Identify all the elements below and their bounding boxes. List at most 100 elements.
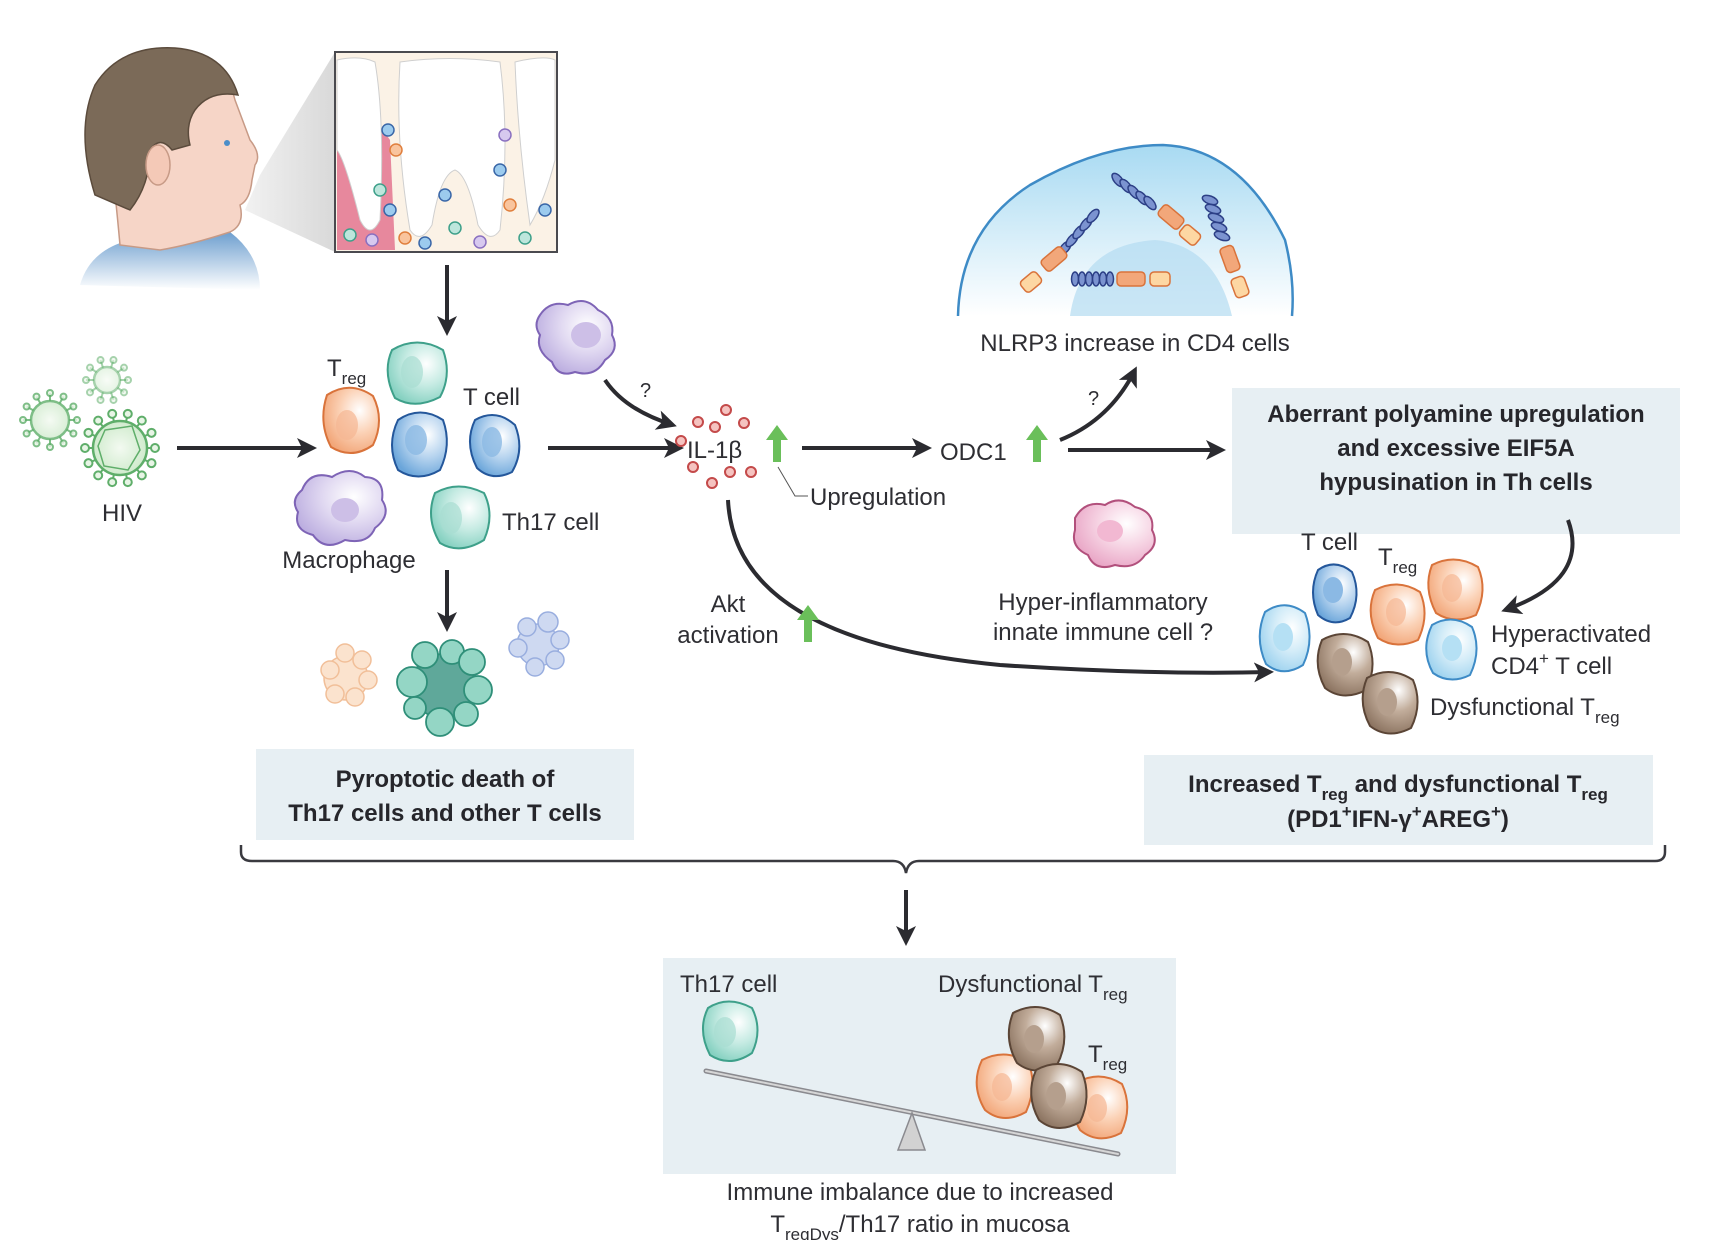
treg-cell-icon [322, 386, 380, 454]
treg-summary-line-1: Increased Treg and dysfunctional Treg [1188, 771, 1608, 804]
hiv-spike-tip [136, 415, 147, 426]
nlrp3-label: NLRP3 increase in CD4 cells [980, 330, 1289, 357]
treg-summary-line-2: (PD1+IFN-γ+AREG+) [1287, 802, 1509, 833]
akt-label-line-1: Akt [711, 591, 746, 618]
tcell-label: T cell [463, 384, 520, 411]
hiv-spike-tip [93, 470, 104, 481]
balance-th17-label: Th17 cell [680, 971, 777, 998]
il1b-label: IL-1β [687, 437, 742, 464]
cluster-treg-icon-1 [1369, 583, 1426, 646]
arrow-odc1-to-nlrp3 [1059, 366, 1137, 442]
hiv-spike-tip [107, 408, 118, 419]
cluster-tcell-icon [1312, 563, 1358, 624]
hiv-spike-tip [19, 416, 27, 424]
hiv-spike-tip [22, 402, 31, 411]
hiv-spike-tip [69, 429, 78, 438]
hiv-spike-tip [82, 376, 90, 384]
treg-label: Treg [327, 355, 366, 388]
macrophage-top-icon [535, 300, 616, 375]
balance-dys-treg-icon-2 [1030, 1063, 1088, 1129]
il1b-dots-icon [675, 404, 757, 489]
hiv-spike-tip [150, 443, 160, 453]
balance-treg-cell-icon-1 [975, 1053, 1034, 1119]
hyperactivated-cd4-cell-icon-2 [1425, 618, 1478, 681]
hiv-spike-tip [119, 388, 128, 397]
teeth-inset-image [334, 51, 558, 253]
hyperactivated-cd4-cell-icon [1258, 604, 1311, 673]
hiv-spike-tip [146, 427, 157, 438]
polyamine-line-2: and excessive EIF5A [1337, 435, 1574, 462]
seesaw-fulcrum-icon [896, 1110, 927, 1151]
il1b-up-arrow-icon [766, 425, 788, 462]
hiv-spike-tip [122, 477, 133, 488]
upregulation-leader-line [777, 466, 808, 497]
hiv-spike-tip [59, 392, 68, 401]
question-mark-2: ? [1088, 388, 1099, 410]
polyamine-line-1: Aberrant polyamine upregulation [1267, 401, 1644, 428]
arrow-macrophage-to-il1b [603, 378, 677, 430]
arrow-il1b-to-cluster [726, 499, 1274, 683]
cd4-cell-nlrp3-icon [956, 143, 1294, 317]
arrow-polyamine-to-cluster [1501, 519, 1575, 615]
innate-immune-cell-icon [1072, 499, 1156, 568]
hiv-spike-tip [124, 376, 132, 384]
hiv-spike-tip [122, 408, 133, 419]
odc1-up-arrow-icon [1026, 425, 1048, 462]
polyamine-box [1232, 388, 1680, 534]
th17-cell-icon [430, 485, 491, 550]
cluster-treg-icon-2 [1427, 558, 1484, 621]
pyroptosis-line-2: Th17 cells and other T cells [288, 800, 601, 827]
hiv-spike-tip [109, 356, 118, 365]
dysfunctional-treg-label: Dysfunctional Treg [1430, 694, 1620, 727]
th17-label: Th17 cell [502, 509, 599, 536]
hiv-spike-tip [32, 439, 41, 448]
hiv-spike-tip [109, 395, 118, 404]
hiv-spike-tip [96, 356, 105, 365]
cluster-treg-label: Treg [1378, 544, 1417, 577]
tcell-icon-1 [391, 411, 448, 478]
balance-dys-treg-icon-1 [1007, 1006, 1066, 1072]
caption-line-2: TregDys/Th17 ratio in mucosa [770, 1211, 1070, 1240]
hiv-spike-tip [69, 402, 78, 411]
akt-label-line-2: activation [677, 622, 778, 649]
macrophage-label: Macrophage [282, 547, 415, 574]
balance-th17-cell-icon [702, 1000, 759, 1062]
innate-label-line-1: Hyper-inflammatory [998, 589, 1207, 616]
innate-label-line-2: innate immune cell ? [993, 619, 1213, 646]
upregulation-label: Upregulation [810, 484, 946, 511]
hiv-spike-tip [46, 389, 54, 397]
hiv-spike-tip [146, 458, 157, 469]
hyperactivated-label-line-1: Hyperactivated [1491, 621, 1651, 648]
hiv-spike-tip [93, 415, 104, 426]
tcell-icon-2 [469, 414, 521, 478]
caption-line-1: Immune imbalance due to increased [727, 1179, 1114, 1206]
hiv-spike-tip [80, 443, 90, 453]
pyroptosis-box [256, 749, 634, 840]
treg-summary-box [1144, 755, 1653, 845]
hiv-spike-tip [86, 363, 95, 372]
odc1-label: ODC1 [940, 439, 1007, 466]
balance-dys-label: Dysfunctional Treg [938, 971, 1128, 1004]
pyroptotic-cells-icon [320, 611, 570, 737]
macrophage-icon [293, 470, 387, 546]
dysfunctional-treg-icon-2 [1361, 671, 1419, 735]
summary-brace [239, 845, 1667, 874]
pyroptosis-line-1: Pyroptotic death of [336, 766, 556, 793]
hyperactivated-label-line-2: CD4+ T cell [1491, 649, 1612, 680]
hiv-spike-tip [32, 392, 41, 401]
question-mark-1: ? [640, 380, 651, 402]
hiv-label: HIV [102, 500, 142, 527]
balance-treg-label: Treg [1088, 1041, 1127, 1074]
polyamine-line-3: hypusination in Th cells [1319, 469, 1592, 496]
hiv-spike-tip [83, 427, 94, 438]
hiv-spike-tip [46, 443, 54, 451]
hiv-spike-tip [59, 439, 68, 448]
hiv-spike-tip [96, 395, 105, 404]
th17-cell-top-icon [386, 341, 448, 405]
hiv-spike-tip [107, 477, 118, 488]
akt-up-arrow-icon [797, 605, 819, 642]
hiv-spike-tip [136, 470, 147, 481]
hiv-spike-tip [119, 363, 128, 372]
hiv-spike-tip [83, 458, 94, 469]
